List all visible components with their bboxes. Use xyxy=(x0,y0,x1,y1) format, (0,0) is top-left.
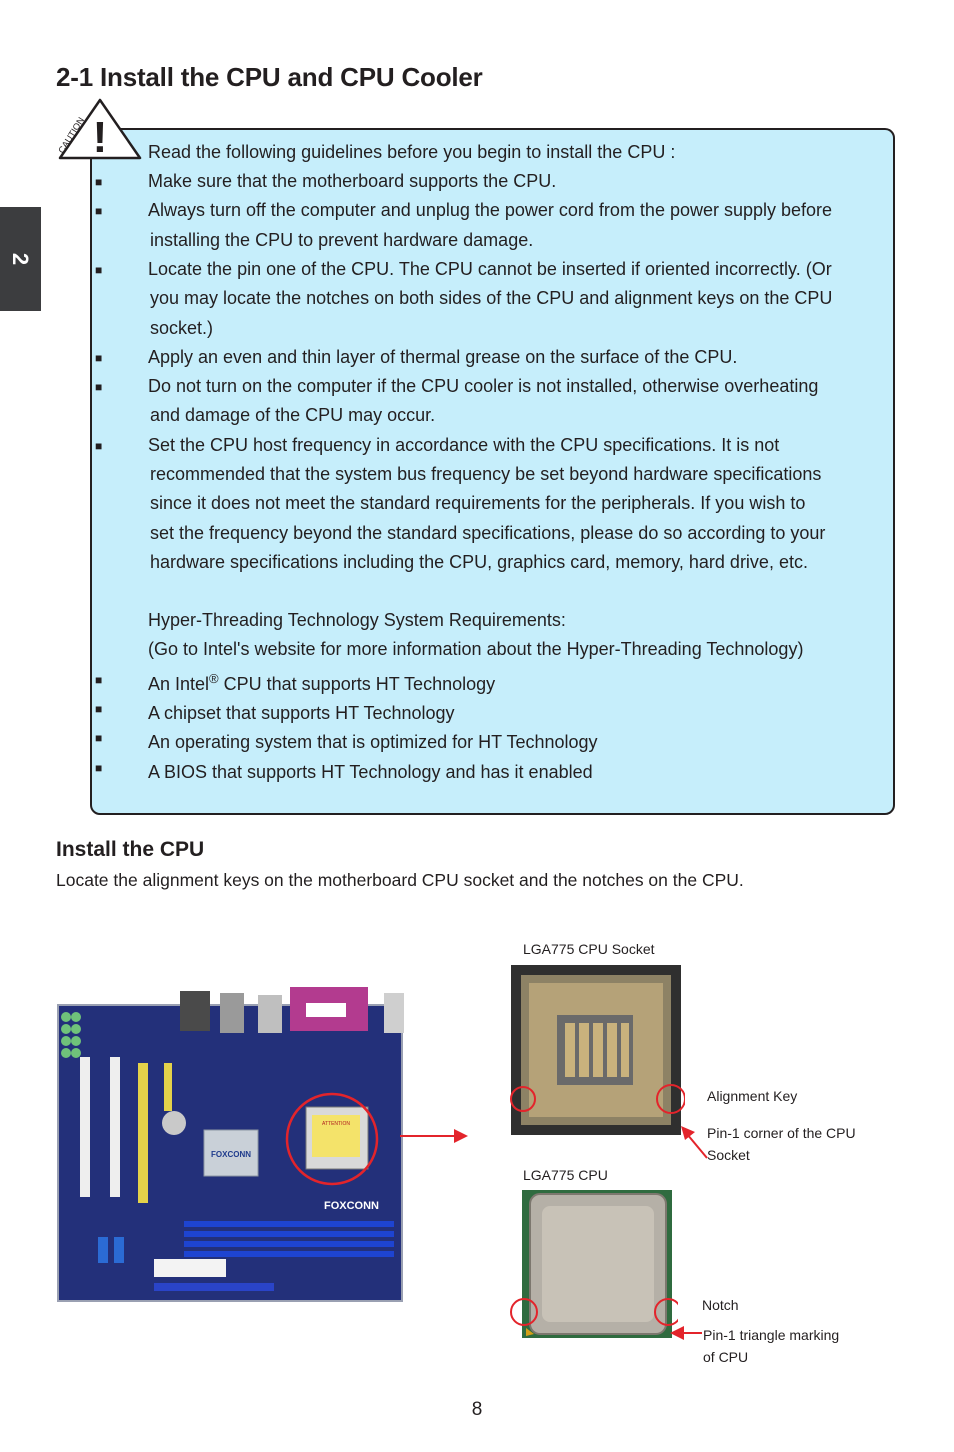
chipset-brand: FOXCONN xyxy=(211,1150,251,1159)
bullet-icon: ■ xyxy=(95,262,103,277)
pin1-cpu-arrow xyxy=(670,1326,702,1340)
pin1-cpu-caption-2: of CPU xyxy=(703,1349,749,1365)
caution-panel xyxy=(90,128,895,815)
alignment-key-caption: Alignment Key xyxy=(707,1088,798,1104)
ht-heading: Hyper-Threading Technology System Requir… xyxy=(148,610,566,630)
pointer-arrow xyxy=(400,1129,468,1143)
cpu-caption: LGA775 CPU xyxy=(523,1167,608,1183)
caution-bullet-line: since it does not meet the standard requ… xyxy=(150,493,806,514)
ht-requirement: A BIOS that supports HT Technology and h… xyxy=(148,761,593,782)
caution-bullet-line: Apply an even and thin layer of thermal … xyxy=(148,346,738,367)
caution-icon: ! CAUTION xyxy=(56,98,142,162)
bullet-icon: ■ xyxy=(95,350,103,365)
caution-bullet-line: Make sure that the motherboard supports … xyxy=(148,171,557,191)
bullet-icon: ■ xyxy=(95,380,103,395)
bullet-icon: ■ xyxy=(95,731,103,746)
caution-bullet-line: hardware specifications including the CP… xyxy=(150,551,808,572)
page-number: 8 xyxy=(471,1399,483,1420)
caution-bullet-line: set the frequency beyond the standard sp… xyxy=(150,522,826,543)
socket-image xyxy=(510,965,685,1135)
caution-bullet-line: installing the CPU to prevent hardware d… xyxy=(150,229,534,250)
ht-requirement: An Intel® CPU that supports HT Technolog… xyxy=(148,670,496,694)
pin1-cpu-caption: Pin-1 triangle marking xyxy=(703,1327,840,1343)
bullet-icon: ■ xyxy=(95,204,103,219)
notch-caption: Notch xyxy=(702,1297,739,1313)
socket-sticker: ATTENTION xyxy=(322,1121,350,1127)
bullet-icon: ■ xyxy=(95,701,103,716)
caution-bullet-line: you may locate the notches on both sides… xyxy=(150,288,833,309)
board-brand: FOXCONN xyxy=(324,1200,379,1212)
page-title: 2-1 Install the CPU and CPU Cooler xyxy=(56,62,483,92)
caution-bullet-line: Always turn off the computer and unplug … xyxy=(148,200,833,221)
cpu-image xyxy=(510,1190,678,1338)
pin1-socket-arrow xyxy=(681,1126,708,1159)
ht-requirement: A chipset that supports HT Technology xyxy=(148,702,455,723)
ht-note: (Go to Intel's website for more informat… xyxy=(148,639,804,660)
caution-bullet-line: socket.) xyxy=(150,317,214,338)
bullet-icon: ■ xyxy=(95,438,103,453)
chapter-number: 2 xyxy=(8,252,34,266)
svg-text:!: ! xyxy=(93,113,108,162)
section-description: Locate the alignment keys on the motherb… xyxy=(56,870,744,890)
caution-bullet-line: recommended that the system bus frequenc… xyxy=(150,464,822,484)
bullet-icon: ■ xyxy=(95,175,103,189)
caution-bullet-line: Set the CPU host frequency in accordance… xyxy=(148,434,780,455)
ht-requirement: An operating system that is optimized fo… xyxy=(148,732,598,753)
motherboard-image: FOXCONN ATTENTION FOXCONN xyxy=(57,987,404,1302)
pin1-socket-caption: Pin-1 corner of the CPU xyxy=(707,1125,856,1141)
socket-caption: LGA775 CPU Socket xyxy=(523,941,655,957)
section-heading: Install the CPU xyxy=(56,838,205,861)
caution-bullet-line: and damage of the CPU may occur. xyxy=(150,405,436,426)
chapter-tab: 2 xyxy=(0,207,41,311)
caution-intro: Read the following guidelines before you… xyxy=(148,142,676,162)
caution-bullet-line: Locate the pin one of the CPU. The CPU c… xyxy=(148,258,832,279)
caution-bullet-line: Do not turn on the computer if the CPU c… xyxy=(148,376,819,397)
pin1-socket-caption-2: Socket xyxy=(707,1147,750,1163)
bullet-icon: ■ xyxy=(95,760,103,775)
bullet-icon: ■ xyxy=(95,672,103,687)
